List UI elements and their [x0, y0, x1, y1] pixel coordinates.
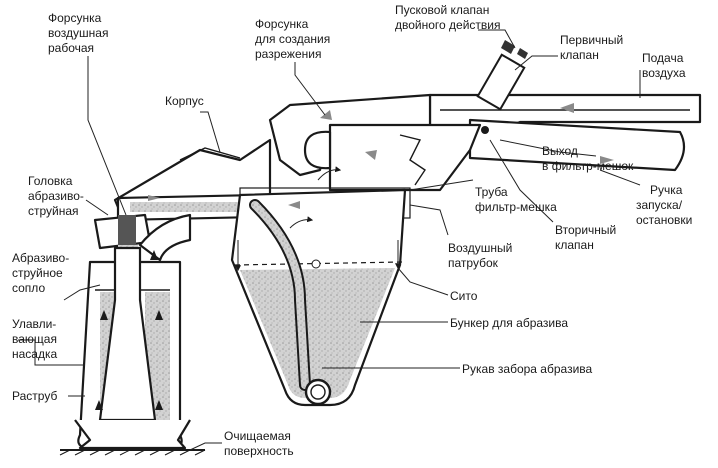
label-air-supply: Подача воздуха [642, 51, 687, 80]
label-secondary-valve: Вторичный клапан [555, 223, 620, 252]
flow-arrows [95, 103, 614, 410]
device-drawing [59, 40, 702, 456]
label-primary-valve: Первичный клапан [560, 33, 627, 62]
start-stop-handle[interactable] [468, 118, 686, 172]
label-filter-bag-tube: Труба фильтр-мешка [475, 185, 557, 214]
label-housing: Корпус [165, 94, 204, 108]
label-air-pipe: Воздушный патрубок [448, 241, 516, 270]
label-catch-attachment: Улавли- вающая насадка [12, 317, 60, 361]
label-blast-head: Головка абразиво- струйная [28, 174, 87, 218]
labels: Форсунка воздушная рабочая Корпус Форсун… [12, 3, 692, 458]
leader-lines [18, 29, 641, 451]
label-surface: Очищаемая поверхность [224, 429, 294, 458]
label-abrasive-hose: Рукав забора абразива [462, 362, 593, 376]
label-nozzle-air-working: Форсунка воздушная рабочая [48, 11, 112, 55]
trigger-valve[interactable] [476, 40, 528, 134]
label-blast-nozzle: Абразиво- струйное сопло [12, 251, 73, 295]
label-start-stop-handle: Ручка запуска/ остановки [636, 183, 692, 227]
label-bell: Раструб [12, 389, 57, 403]
label-sieve: Сито [450, 289, 478, 303]
label-trigger-valve: Пусковой клапан двойного действия [395, 3, 501, 32]
label-exit-filter-bag: Выход в фильтр-мешок [542, 144, 634, 173]
label-abrasive-hopper: Бункер для абразива [450, 316, 568, 330]
bell [74, 419, 191, 450]
label-nozzle-vacuum: Форсунка для создания разрежения [255, 17, 334, 61]
